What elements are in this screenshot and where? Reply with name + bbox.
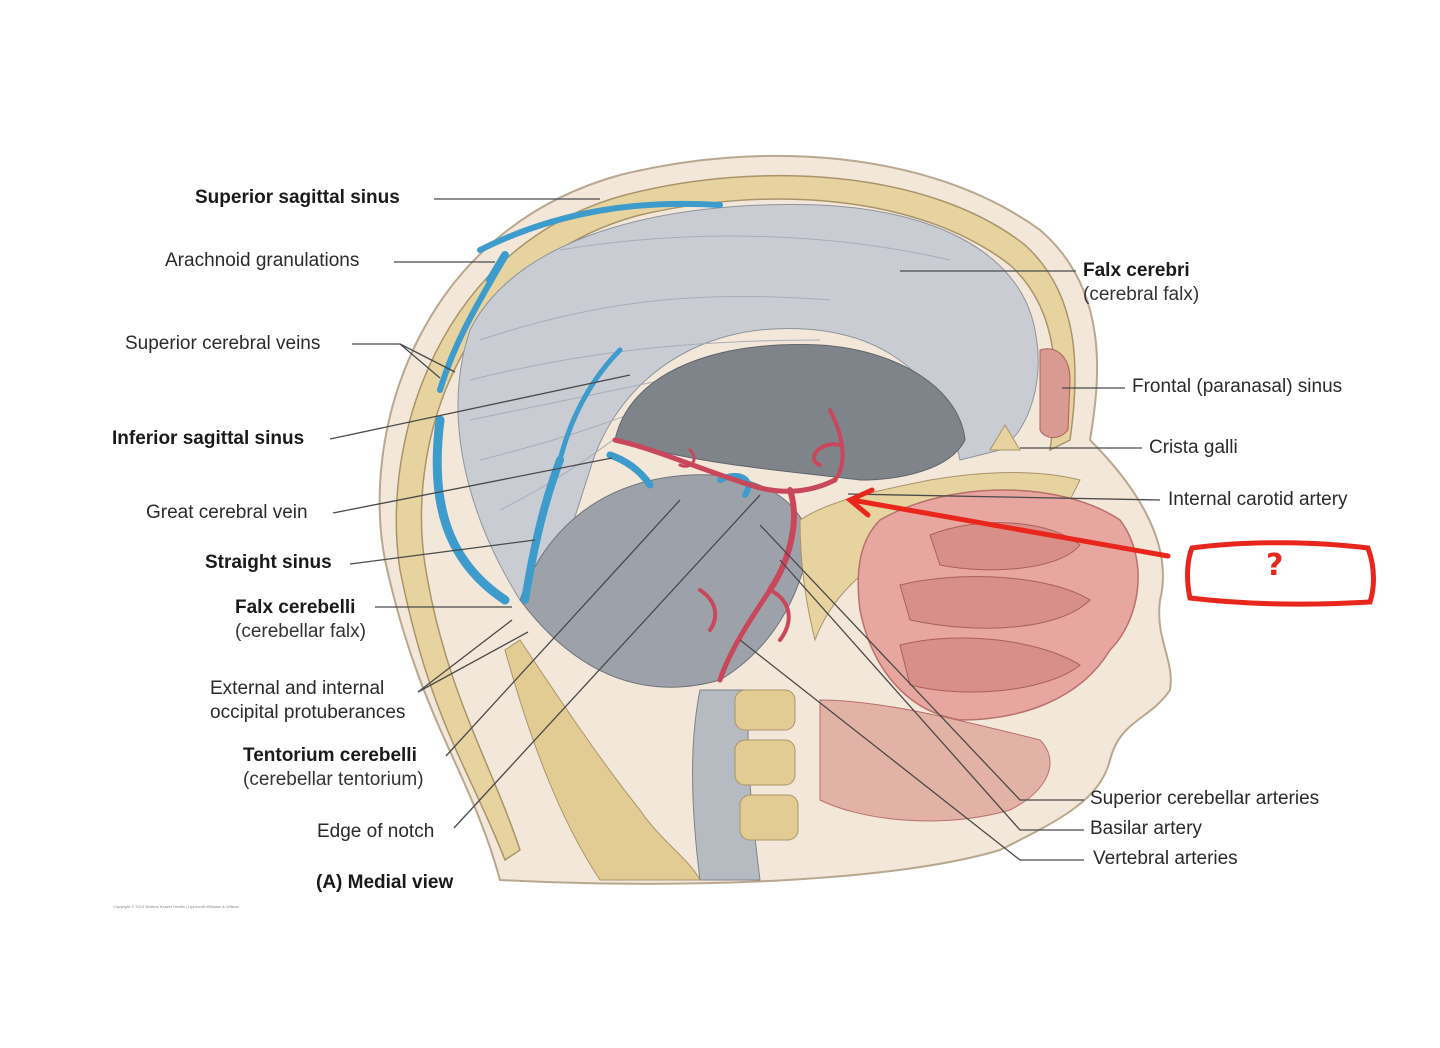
label-internal-carotid-artery: Internal carotid artery: [1168, 489, 1348, 510]
label-frontal-sinus: Frontal (paranasal) sinus: [1132, 376, 1343, 397]
label-vertebral-arteries: Vertebral arteries: [1093, 848, 1238, 869]
label-occipital-line1: External and internal: [210, 678, 385, 699]
label-inferior-sagittal-sinus: Inferior sagittal sinus: [112, 428, 305, 449]
frontal-sinus-shape: [1039, 348, 1071, 438]
label-basilar-artery: Basilar artery: [1090, 818, 1202, 839]
label-arachnoid-granulations: Arachnoid granulations: [165, 250, 360, 271]
vertebra-3: [739, 794, 799, 841]
quiz-annotation: [845, 487, 1376, 607]
label-superior-cerebellar-arteries: Superior cerebellar arteries: [1090, 788, 1320, 809]
label-crista-galli: Crista galli: [1149, 437, 1238, 458]
label-straight-sinus: Straight sinus: [205, 552, 332, 573]
label-falx-cerebri-main: Falx cerebri: [1083, 260, 1190, 281]
skull-bone: [395, 174, 1076, 862]
label-falx-cerebri-sub: (cerebral falx): [1083, 284, 1200, 305]
quiz-box-outline: [1185, 540, 1376, 607]
label-superior-cerebral-veins: Superior cerebral veins: [125, 333, 321, 354]
arteries: [612, 408, 845, 683]
label-edge-of-notch: Edge of notch: [317, 821, 435, 842]
turbinate-middle: [899, 576, 1091, 629]
label-falx-cerebelli: Falx cerebelli (cerebellar falx): [235, 596, 366, 644]
quiz-box-question-mark: ?: [1266, 548, 1284, 583]
vertebra-2: [734, 739, 796, 786]
vertebra-1: [734, 689, 796, 731]
label-occipital-line2: occipital protuberances: [210, 702, 406, 723]
label-tentorium-cerebelli: Tentorium cerebelli (cerebellar tentoriu…: [243, 744, 424, 792]
occipital-bone: [504, 639, 701, 881]
figure-caption: (A) Medial view: [316, 872, 454, 893]
crista-galli-shape: [989, 424, 1021, 451]
label-tentorium-main: Tentorium cerebelli: [243, 745, 417, 766]
label-falx-cerebelli-main: Falx cerebelli: [235, 597, 356, 618]
label-falx-cerebelli-sub: (cerebellar falx): [235, 621, 366, 642]
label-tentorium-sub: (cerebellar tentorium): [243, 769, 424, 790]
label-occipital-protuberances: External and internal occipital protuber…: [210, 677, 405, 725]
falx-cerebri-area: [457, 204, 1039, 601]
turbinate-lower: [899, 637, 1081, 693]
copyright-line: Copyright © 2014 Wolters Kluwer Health |…: [113, 904, 239, 909]
leader-lines: [329, 198, 1161, 861]
label-falx-cerebri: Falx cerebri (cerebral falx): [1083, 259, 1199, 307]
label-great-cerebral-vein: Great cerebral vein: [146, 502, 308, 523]
venous-sinuses: [432, 200, 752, 605]
cerebral-cavity: [614, 343, 966, 481]
label-superior-sagittal-sinus: Superior sagittal sinus: [195, 187, 400, 208]
